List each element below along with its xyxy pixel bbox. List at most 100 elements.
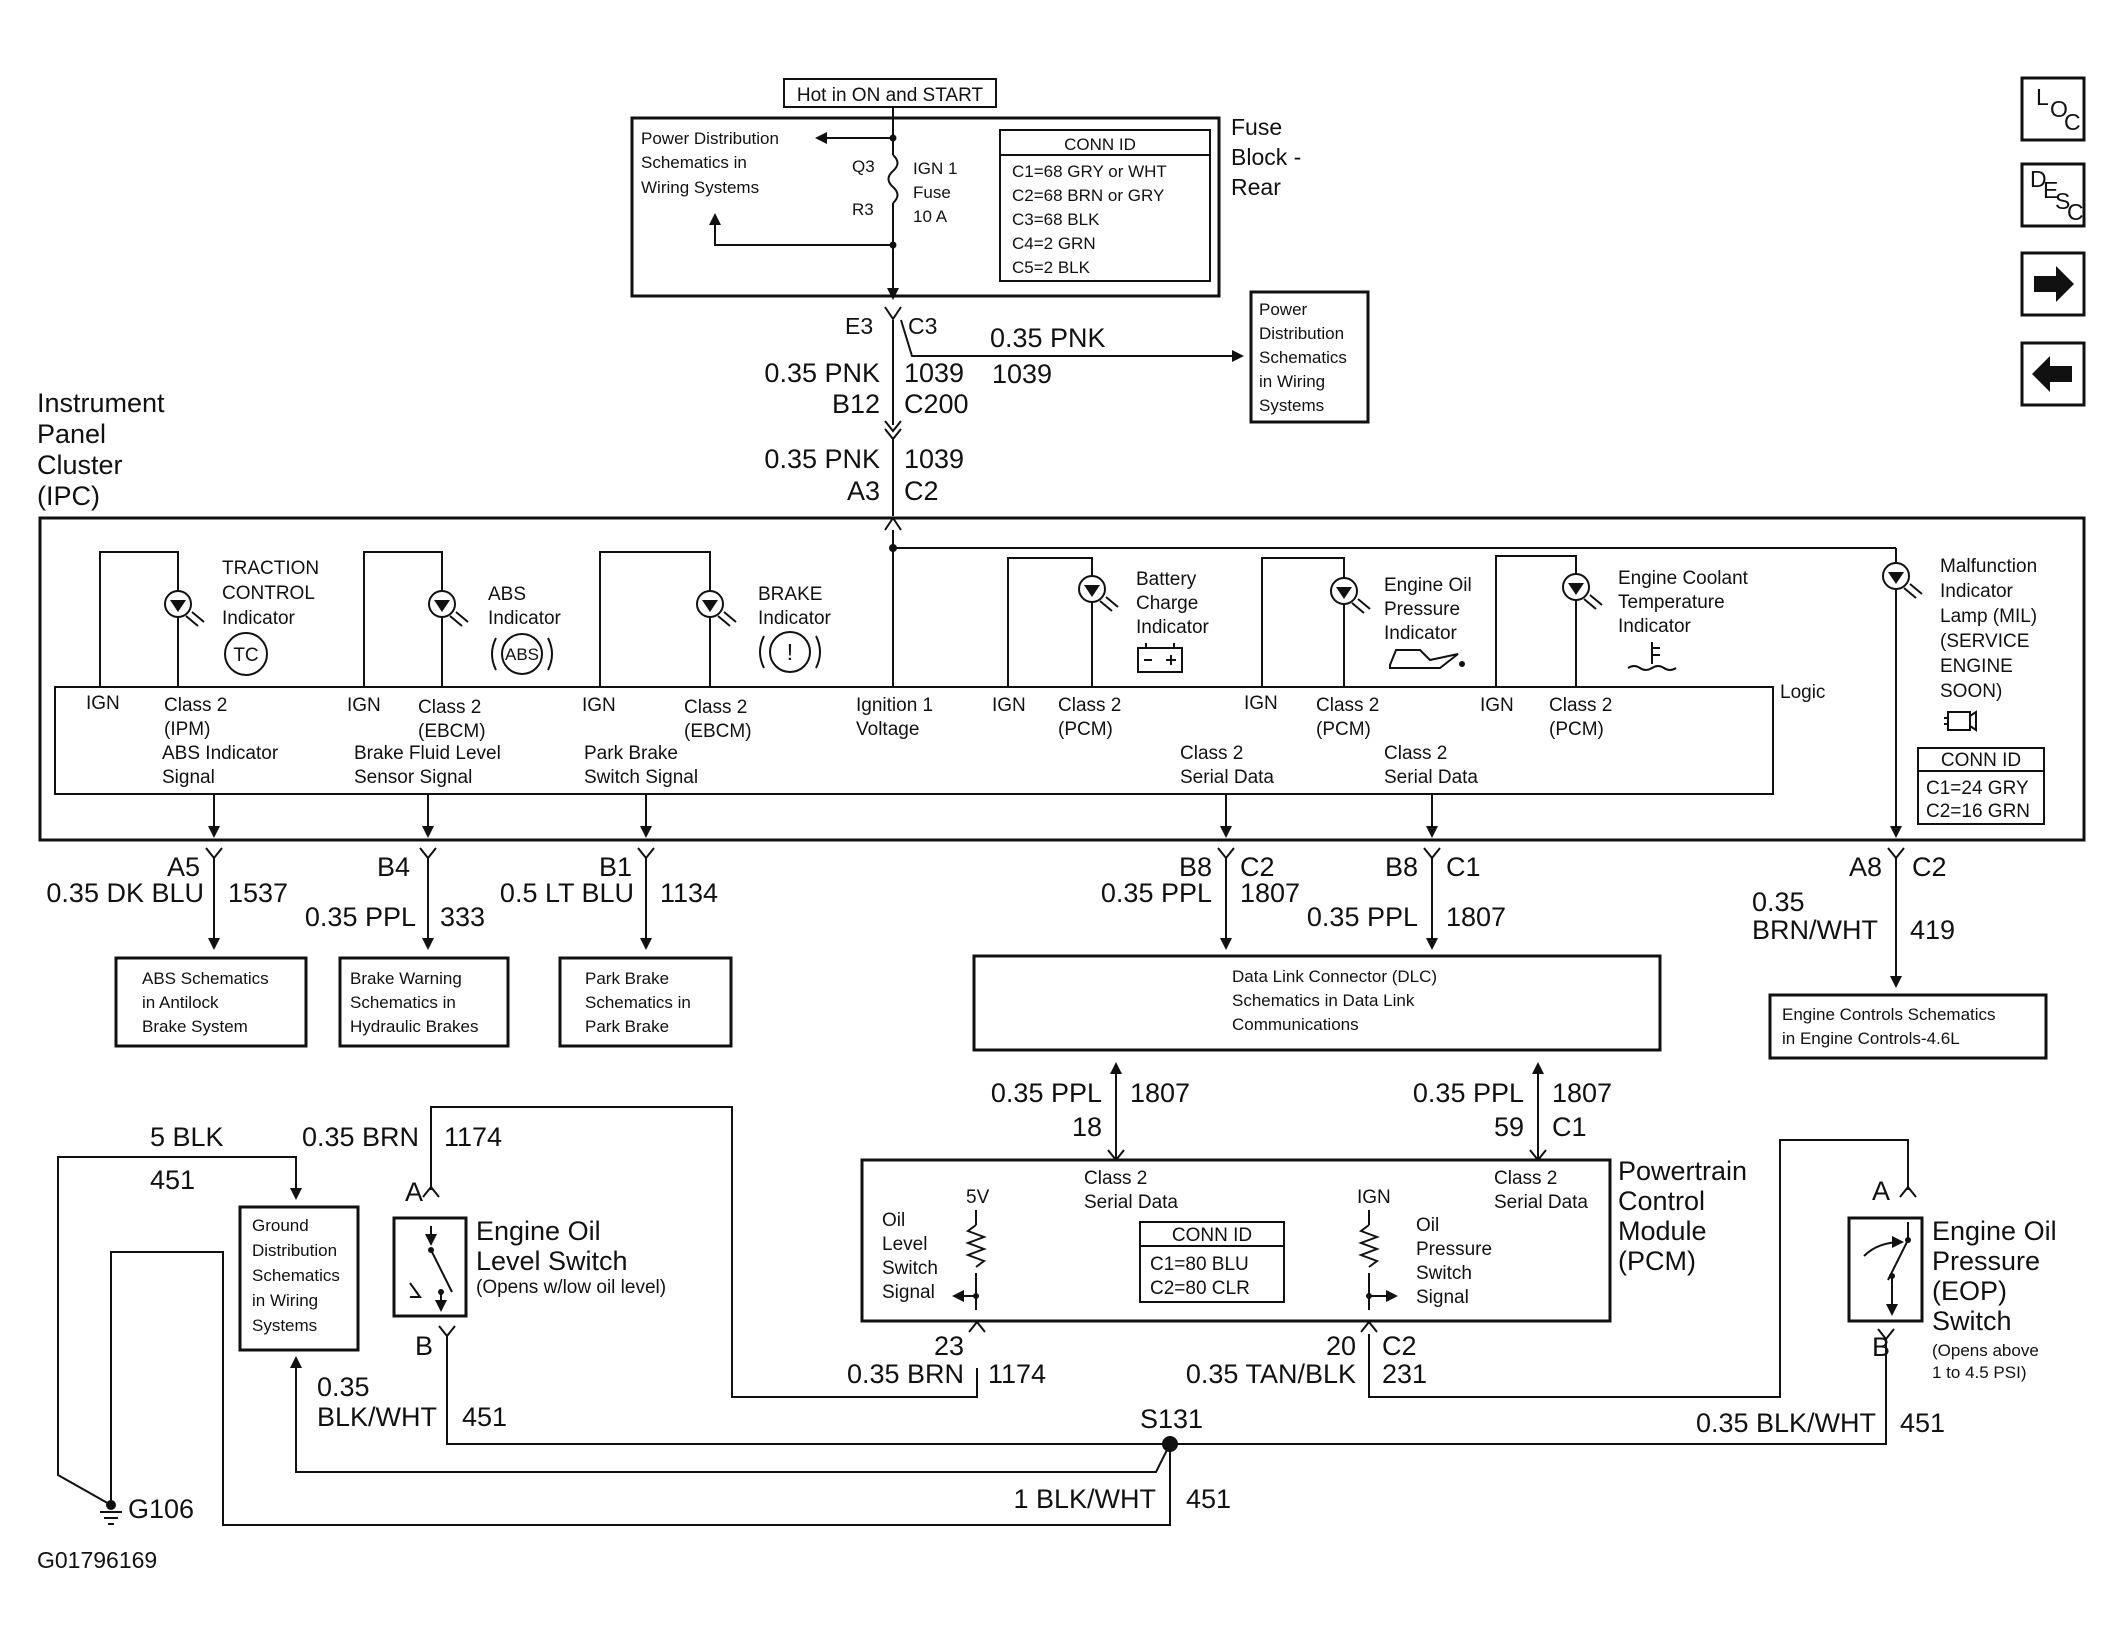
brake-indicator: BRAKE Indicator ! bbox=[599, 551, 832, 687]
logic-label: Logic bbox=[1780, 682, 1825, 703]
svg-text:Switch: Switch bbox=[1416, 1263, 1472, 1284]
svg-text:Indicator: Indicator bbox=[758, 608, 832, 629]
engine-oil-pressure-switch: A B Engine Oil Pressure (EOP) Switch (Op… bbox=[1847, 1176, 2057, 1382]
hot-in-on-start-label: Hot in ON and START bbox=[783, 78, 997, 108]
svg-text:Instrument: Instrument bbox=[37, 388, 165, 418]
svg-text:(EBCM): (EBCM) bbox=[684, 721, 752, 742]
dlc-wire-right: 0.35 PPL 1807 59 C1 bbox=[1413, 1062, 1612, 1162]
svg-text:(PCM): (PCM) bbox=[1549, 719, 1604, 740]
svg-text:Systems: Systems bbox=[252, 1316, 317, 1335]
svg-text:Switch Signal: Switch Signal bbox=[584, 767, 698, 788]
svg-text:1 to 4.5 PSI): 1 to 4.5 PSI) bbox=[1932, 1363, 2027, 1382]
svg-text:S131: S131 bbox=[1140, 1404, 1203, 1434]
abs-lamp-icon bbox=[428, 590, 456, 618]
wire-a5-1537: A5 0.35 DK BLU 1537 bbox=[46, 847, 288, 950]
svg-text:C4=2 GRN: C4=2 GRN bbox=[1012, 234, 1096, 253]
svg-text:(PCM): (PCM) bbox=[1618, 1246, 1696, 1276]
back-button[interactable] bbox=[2020, 341, 2086, 407]
brake-lamp-icon bbox=[696, 590, 724, 618]
svg-text:(PCM): (PCM) bbox=[1058, 719, 1113, 740]
svg-text:CONN ID: CONN ID bbox=[1064, 135, 1136, 154]
svg-text:CONN ID: CONN ID bbox=[1941, 750, 2021, 771]
svg-text:Schematics in: Schematics in bbox=[585, 993, 691, 1012]
svg-text:C5=2 BLK: C5=2 BLK bbox=[1012, 258, 1091, 277]
wire-blkwht-451-left: 0.35 BLK/WHT 451 bbox=[317, 1325, 1170, 1445]
svg-text:B: B bbox=[415, 1331, 433, 1361]
svg-text:R3: R3 bbox=[852, 200, 874, 219]
svg-text:S: S bbox=[2055, 188, 2070, 214]
fuse-internal-wiring: Q3 R3 IGN 1 Fuse 10 A bbox=[709, 107, 957, 300]
image-code: G01796169 bbox=[37, 1547, 157, 1573]
svg-text:Switch: Switch bbox=[882, 1258, 938, 1279]
svg-text:Schematics in Data Link: Schematics in Data Link bbox=[1232, 991, 1415, 1010]
svg-text:B8: B8 bbox=[1179, 852, 1212, 882]
engine-oil-level-switch: A B Engine Oil Level Switch (Opens w/low… bbox=[392, 1177, 666, 1361]
svg-text:Level: Level bbox=[882, 1234, 927, 1255]
wire-to-ground-dist bbox=[290, 1356, 1171, 1473]
svg-text:C1: C1 bbox=[1446, 852, 1481, 882]
forward-button[interactable] bbox=[2020, 251, 2086, 317]
svg-text:C2: C2 bbox=[1382, 1331, 1417, 1361]
svg-text:1807: 1807 bbox=[1240, 878, 1300, 908]
mil-lamp-icon bbox=[1882, 562, 1910, 590]
coolant-temp-symbol-icon bbox=[1627, 642, 1677, 671]
svg-text:Communications: Communications bbox=[1232, 1015, 1359, 1034]
svg-text:Engine Oil: Engine Oil bbox=[1384, 575, 1472, 596]
ipc-output-arrows bbox=[208, 794, 1902, 838]
svg-text:(Opens above: (Opens above bbox=[1932, 1341, 2039, 1360]
wire-b8-c2-1807: B8 C2 0.35 PPL 1807 bbox=[1101, 847, 1300, 950]
abs-symbol-icon: ABS bbox=[491, 633, 553, 675]
dlc-ref: Data Link Connector (DLC) Schematics in … bbox=[972, 954, 1662, 1052]
traction-lamp-icon bbox=[164, 590, 192, 618]
svg-text:Ground: Ground bbox=[252, 1216, 309, 1235]
traction-control-indicator: TRACTION CONTROL Indicator TC bbox=[99, 551, 319, 687]
svg-text:Pressure: Pressure bbox=[1416, 1239, 1492, 1260]
svg-text:0.35 PNK: 0.35 PNK bbox=[764, 444, 880, 474]
svg-text:451: 451 bbox=[150, 1165, 195, 1195]
abs-light-rays-icon bbox=[449, 611, 469, 627]
branch-to-power-dist: 0.35 PNK 1039 bbox=[900, 319, 1244, 389]
svg-text:Ignition 1: Ignition 1 bbox=[856, 695, 933, 716]
svg-text:0.35 PNK: 0.35 PNK bbox=[764, 358, 880, 388]
svg-text:0.35 TAN/BLK: 0.35 TAN/BLK bbox=[1186, 1359, 1356, 1389]
svg-text:0.35 PNK: 0.35 PNK bbox=[990, 323, 1106, 353]
svg-text:B12: B12 bbox=[832, 389, 880, 419]
e3-c3-connector: E3 C3 bbox=[845, 306, 937, 339]
svg-text:Powertrain: Powertrain bbox=[1618, 1156, 1747, 1186]
svg-text:Pressure: Pressure bbox=[1932, 1246, 2040, 1276]
svg-text:ABS: ABS bbox=[488, 584, 526, 605]
engine-check-icon bbox=[1944, 710, 1977, 732]
svg-text:59: 59 bbox=[1494, 1112, 1524, 1142]
svg-text:0.35: 0.35 bbox=[1752, 887, 1805, 917]
mil-indicator: Malfunction Indicator Lamp (MIL) (SERVIC… bbox=[1882, 556, 2037, 830]
ipc-ign-bus bbox=[889, 530, 1897, 687]
brake-warning-ref: Brake Warning Schematics in Hydraulic Br… bbox=[338, 956, 510, 1048]
svg-text:(IPM): (IPM) bbox=[164, 719, 210, 740]
wire-b1-1134: B1 0.5 LT BLU 1134 bbox=[500, 847, 718, 950]
brake-light-rays-icon bbox=[717, 611, 737, 627]
svg-text:C2: C2 bbox=[1240, 852, 1275, 882]
mil-conn-id-table: CONN ID C1=24 GRY C2=16 GRN bbox=[1917, 747, 2045, 825]
svg-text:C: C bbox=[2067, 199, 2084, 225]
svg-text:Park Brake: Park Brake bbox=[585, 1017, 669, 1036]
desc-button[interactable]: D E S C bbox=[2020, 162, 2086, 228]
svg-text:1807: 1807 bbox=[1130, 1078, 1190, 1108]
svg-text:Wiring Systems: Wiring Systems bbox=[641, 178, 759, 197]
coolant-lamp-icon bbox=[1562, 573, 1590, 601]
park-brake-ref: Park Brake Schematics in Park Brake bbox=[558, 956, 733, 1048]
loc-button[interactable]: L O C bbox=[2020, 76, 2086, 142]
arrow-right-icon bbox=[2034, 266, 2074, 302]
svg-text:Indicator: Indicator bbox=[222, 608, 296, 629]
wire-eop-451: 0.35 BLK/WHT 451 bbox=[1170, 1328, 1945, 1445]
svg-text:0.5 LT BLU: 0.5 LT BLU bbox=[500, 878, 634, 908]
svg-text:Temperature: Temperature bbox=[1618, 592, 1725, 613]
arrow-left-icon bbox=[2032, 356, 2072, 392]
svg-text:0.35 BRN: 0.35 BRN bbox=[302, 1122, 419, 1152]
svg-text:L: L bbox=[2036, 84, 2049, 110]
oil-pressure-indicator: Engine Oil Pressure Indicator bbox=[1261, 557, 1472, 687]
traction-light-rays-icon bbox=[185, 611, 205, 627]
svg-text:E: E bbox=[2043, 177, 2058, 203]
svg-text:A: A bbox=[405, 1177, 423, 1207]
svg-text:Schematics: Schematics bbox=[1259, 348, 1347, 367]
battery-symbol-icon bbox=[1137, 643, 1183, 673]
